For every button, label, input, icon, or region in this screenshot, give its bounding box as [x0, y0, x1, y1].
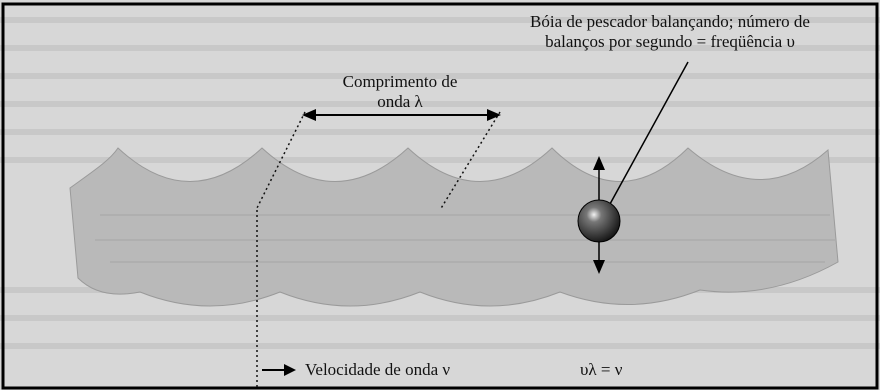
velocity-caption: Velocidade de onda ν	[305, 360, 451, 379]
wavelength-caption: Comprimento de onda λ	[330, 72, 470, 112]
velocity-arrow	[262, 364, 296, 376]
wave-band	[69, 147, 839, 307]
wavelength-guide-right	[439, 111, 501, 211]
wave-texture	[95, 214, 835, 263]
equation: υλ = ν	[580, 360, 623, 379]
buoy-caption: Bóia de pescador balançando; número de b…	[460, 12, 880, 52]
buoy-leader-line	[609, 61, 689, 205]
wavelength-guide-left	[255, 111, 306, 211]
wavelength-arrow	[302, 109, 501, 121]
buoy-caption-line1: Bóia de pescador balançando; número de	[530, 12, 810, 31]
wavelength-caption-line1: Comprimento de	[342, 72, 458, 91]
buoy-caption-line2: balanços por segundo = freqüência υ	[545, 32, 795, 51]
wavelength-caption-line2: onda λ	[377, 92, 423, 111]
fishing-buoy	[577, 199, 621, 243]
